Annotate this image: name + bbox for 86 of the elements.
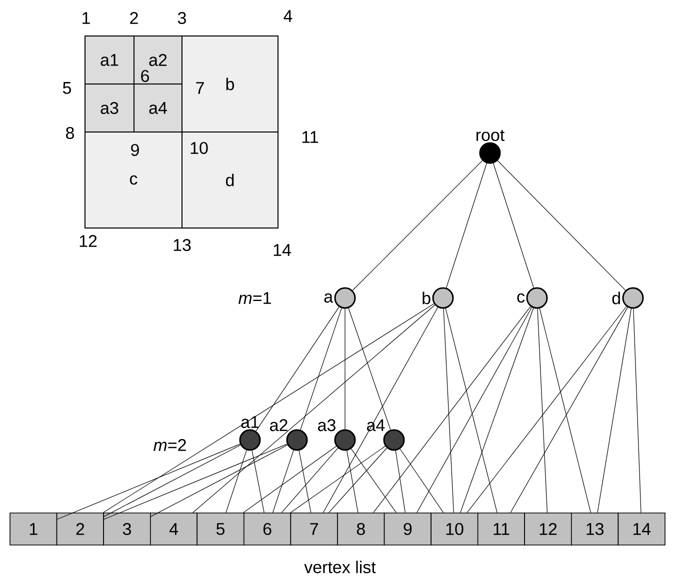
connector-line bbox=[243, 446, 337, 513]
connector-line bbox=[281, 448, 338, 513]
tree-node: a bbox=[324, 287, 356, 309]
connector-line bbox=[298, 450, 312, 513]
connector-line bbox=[56, 444, 240, 520]
node-label: a bbox=[324, 293, 334, 303]
node-label: root bbox=[476, 130, 505, 142]
vertex-number: 11 bbox=[302, 131, 318, 143]
connector-line bbox=[328, 448, 388, 513]
connector-line bbox=[460, 308, 534, 513]
connector-line bbox=[443, 308, 454, 513]
vertex-number: 4 bbox=[284, 10, 292, 22]
connector-line bbox=[416, 307, 532, 513]
vertex-cell: 2 bbox=[56, 512, 104, 546]
vertex-cell: 5 bbox=[196, 512, 244, 546]
vertex-cell: 8 bbox=[337, 512, 385, 546]
vertex-cell: 14 bbox=[618, 512, 666, 546]
connector-line bbox=[192, 304, 436, 513]
tree-node: d bbox=[612, 287, 644, 309]
connector-line bbox=[510, 307, 628, 513]
connector-line bbox=[102, 303, 434, 513]
vertex-number: 5 bbox=[62, 82, 71, 94]
node-label: b bbox=[422, 292, 430, 304]
connector-line bbox=[252, 450, 264, 513]
node-label: a2 bbox=[270, 419, 288, 432]
vertex-number: 7 bbox=[196, 82, 204, 94]
level-label: m=1 bbox=[238, 292, 271, 304]
vertex-number: 13 bbox=[174, 238, 191, 252]
connector-line bbox=[346, 450, 358, 513]
connector-line bbox=[493, 162, 534, 288]
connector-line bbox=[497, 160, 626, 291]
connector-line bbox=[104, 444, 288, 520]
connector-line bbox=[400, 448, 444, 513]
connector-line bbox=[445, 308, 498, 513]
connector-line bbox=[446, 162, 487, 288]
connector-line bbox=[322, 307, 438, 513]
caption: vertex list bbox=[304, 560, 376, 574]
connector-line bbox=[290, 446, 386, 513]
vertex-cell: 7 bbox=[290, 512, 338, 546]
connector-line bbox=[256, 306, 340, 432]
vertex-number: 6 bbox=[141, 70, 149, 82]
connector-line bbox=[300, 308, 342, 430]
tree-node: a2 bbox=[270, 419, 308, 451]
vertex-number: 3 bbox=[178, 12, 186, 24]
vertex-number: 8 bbox=[66, 126, 74, 140]
connector-line bbox=[352, 160, 483, 291]
vertex-number: 9 bbox=[131, 144, 139, 156]
connector-line bbox=[373, 306, 531, 513]
vertex-cell: 6 bbox=[244, 512, 292, 546]
connector-line bbox=[348, 308, 391, 430]
vertex-number: 14 bbox=[274, 244, 291, 256]
tree-node: c bbox=[517, 287, 548, 309]
connector-line bbox=[272, 450, 294, 513]
node-label: c bbox=[517, 293, 525, 303]
connector-line bbox=[537, 308, 548, 513]
vertex-number: 10 bbox=[190, 142, 208, 154]
connector-line bbox=[395, 450, 406, 513]
connector-line bbox=[104, 444, 241, 517]
vertex-cell: 13 bbox=[571, 512, 619, 546]
tree-node: b bbox=[422, 287, 454, 309]
node-label: a3 bbox=[318, 419, 336, 432]
vertex-cell: 4 bbox=[150, 512, 198, 546]
region-cell: a3 bbox=[84, 84, 134, 132]
connector-line bbox=[150, 444, 288, 517]
vertex-cell: 11 bbox=[477, 512, 525, 546]
tree-node: root bbox=[476, 130, 505, 164]
connector-line bbox=[466, 306, 627, 513]
level-label: m=2 bbox=[154, 439, 186, 451]
connector-line bbox=[344, 308, 346, 430]
vertex-number: 1 bbox=[82, 12, 90, 24]
connector-line bbox=[633, 308, 642, 513]
connector-line bbox=[539, 308, 592, 513]
vertex-cell: 1 bbox=[10, 512, 58, 546]
connector-line bbox=[597, 308, 632, 513]
connector-line bbox=[226, 450, 247, 513]
tree-node: a3 bbox=[318, 419, 356, 451]
vertex-cell: 9 bbox=[384, 512, 432, 546]
vertex-number: 2 bbox=[130, 12, 138, 24]
region-cell: a1 bbox=[84, 36, 134, 84]
vertex-cell: 10 bbox=[430, 512, 478, 546]
connector-line bbox=[350, 448, 396, 513]
vertex-cell: 12 bbox=[524, 512, 572, 546]
vertex-cell: 3 bbox=[103, 512, 151, 546]
node-label: d bbox=[612, 292, 620, 304]
region-cell: a4 bbox=[134, 84, 182, 132]
vertex-number: 12 bbox=[80, 235, 97, 247]
